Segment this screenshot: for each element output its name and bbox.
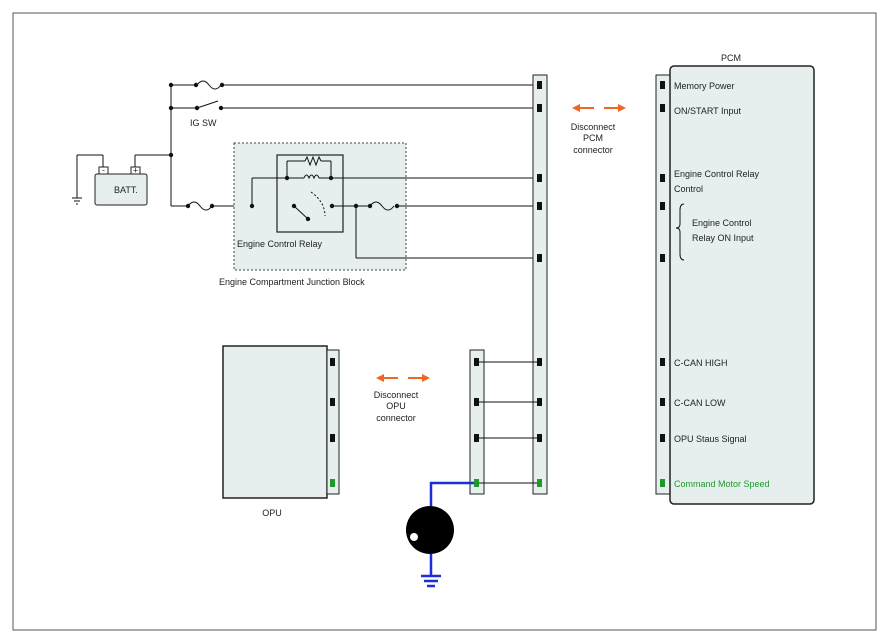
disconnect-opu-line1: Disconnect — [374, 390, 419, 400]
harness-connector-pins — [537, 81, 542, 487]
pcm-harness-connector — [532, 74, 548, 495]
pcm-pin-ecr-control-2: Control — [674, 184, 703, 194]
motor-terminal-icon — [410, 533, 418, 541]
opu-harness-connector — [469, 349, 485, 495]
diagram-frame — [12, 12, 877, 631]
pcm-pin-opu-status: OPU Staus Signal — [674, 434, 747, 444]
pcm-pin-command-motor: Command Motor Speed — [674, 479, 770, 489]
motor-ground-icon — [421, 574, 441, 588]
disconnect-opu-line2: OPU — [386, 401, 406, 411]
pcm-pin-ecr-on-1: Engine Control — [692, 218, 752, 228]
opu-label: OPU — [262, 508, 282, 518]
battery-positive-label: + — [133, 166, 138, 176]
battery-label: BATT. — [114, 185, 138, 195]
pcm-pin-memory-power: Memory Power — [674, 81, 735, 91]
opu-connector — [326, 349, 340, 495]
battery-ground-icon — [72, 197, 82, 205]
ig-sw-label: IG SW — [190, 118, 217, 128]
pcm-brace-icon — [675, 203, 685, 261]
junction-block-label: Engine Compartment Junction Block — [219, 277, 365, 287]
disconnect-opu-line3: connector — [376, 413, 416, 423]
disconnect-pcm-line3: connector — [573, 145, 613, 155]
pcm-pin-ecr-on-2: Relay ON Input — [692, 233, 754, 243]
pcm-title: PCM — [721, 53, 741, 63]
relay-label: Engine Control Relay — [237, 239, 323, 249]
motor-supply-wire — [429, 481, 474, 508]
opu-connector-pins — [330, 358, 335, 487]
battery: - + BATT. — [76, 154, 148, 206]
pcm-pin-on-start: ON/START Input — [674, 106, 742, 116]
relay-output-wires — [343, 177, 538, 259]
disconnect-pcm-line2: PCM — [583, 133, 603, 143]
opu-harness-pins — [474, 358, 479, 487]
pcm-pin-ccan-high: C-CAN HIGH — [674, 358, 728, 368]
oil-pump-motor — [406, 506, 454, 554]
disconnect-pcm-line1: Disconnect — [571, 122, 616, 132]
engine-control-relay — [276, 154, 344, 233]
battery-negative-label: - — [102, 165, 105, 175]
opu-module — [222, 345, 328, 499]
disconnect-opu-arrows — [376, 374, 430, 382]
pcm-connector — [655, 74, 671, 495]
pcm-connector-pins — [660, 81, 665, 487]
power-bus — [135, 80, 538, 211]
pcm-pin-ccan-low: C-CAN LOW — [674, 398, 726, 408]
pcm-module — [669, 65, 815, 505]
pcm-pin-ecr-control-1: Engine Control Relay — [674, 169, 760, 179]
disconnect-pcm-arrows — [572, 104, 626, 112]
opu-signal-wires — [479, 361, 537, 484]
